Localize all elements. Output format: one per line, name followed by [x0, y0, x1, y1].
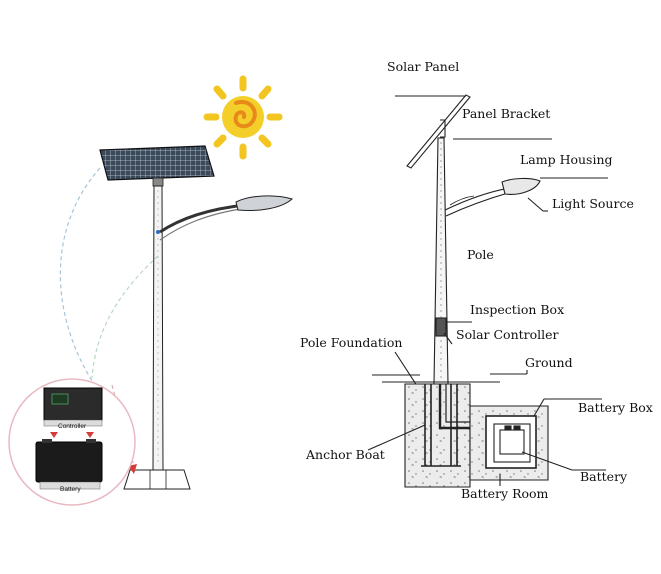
pole-illustration — [123, 185, 294, 490]
sun-icon — [203, 75, 283, 160]
label-lamp-housing: Lamp Housing — [520, 152, 613, 167]
arrow-down-icon — [86, 432, 94, 438]
battery-device — [35, 441, 103, 483]
label-battery-box: Battery Box — [578, 400, 653, 415]
inspection-box-schematic — [435, 317, 447, 337]
label-light-source: Light Source — [552, 196, 634, 211]
label-ground: Ground — [525, 355, 573, 370]
schematic — [367, 94, 608, 488]
label-pole: Pole — [467, 247, 494, 262]
arrow-down-icon — [50, 432, 58, 438]
inset-label-controller: Controller — [58, 423, 87, 430]
label-inspection-box: Inspection Box — [470, 302, 565, 317]
label-pole-foundation: Pole Foundation — [300, 335, 403, 350]
inset-label-battery: Battery — [60, 486, 81, 493]
lamp-housing-schematic — [501, 177, 541, 195]
label-solar-controller: Solar Controller — [456, 327, 559, 342]
label-panel-bracket: Panel Bracket — [462, 106, 551, 121]
inset-circle — [8, 378, 136, 506]
solar-panel-schematic — [406, 94, 471, 169]
pole-foundation-schematic — [404, 383, 471, 488]
label-battery: Battery — [580, 469, 628, 484]
battery-schematic — [499, 429, 525, 455]
label-solar-panel: Solar Panel — [387, 59, 460, 74]
solar-panel-illustration — [99, 145, 215, 187]
label-anchor-boat: Anchor Boat — [306, 447, 385, 462]
label-battery-room: Battery Room — [461, 486, 549, 501]
